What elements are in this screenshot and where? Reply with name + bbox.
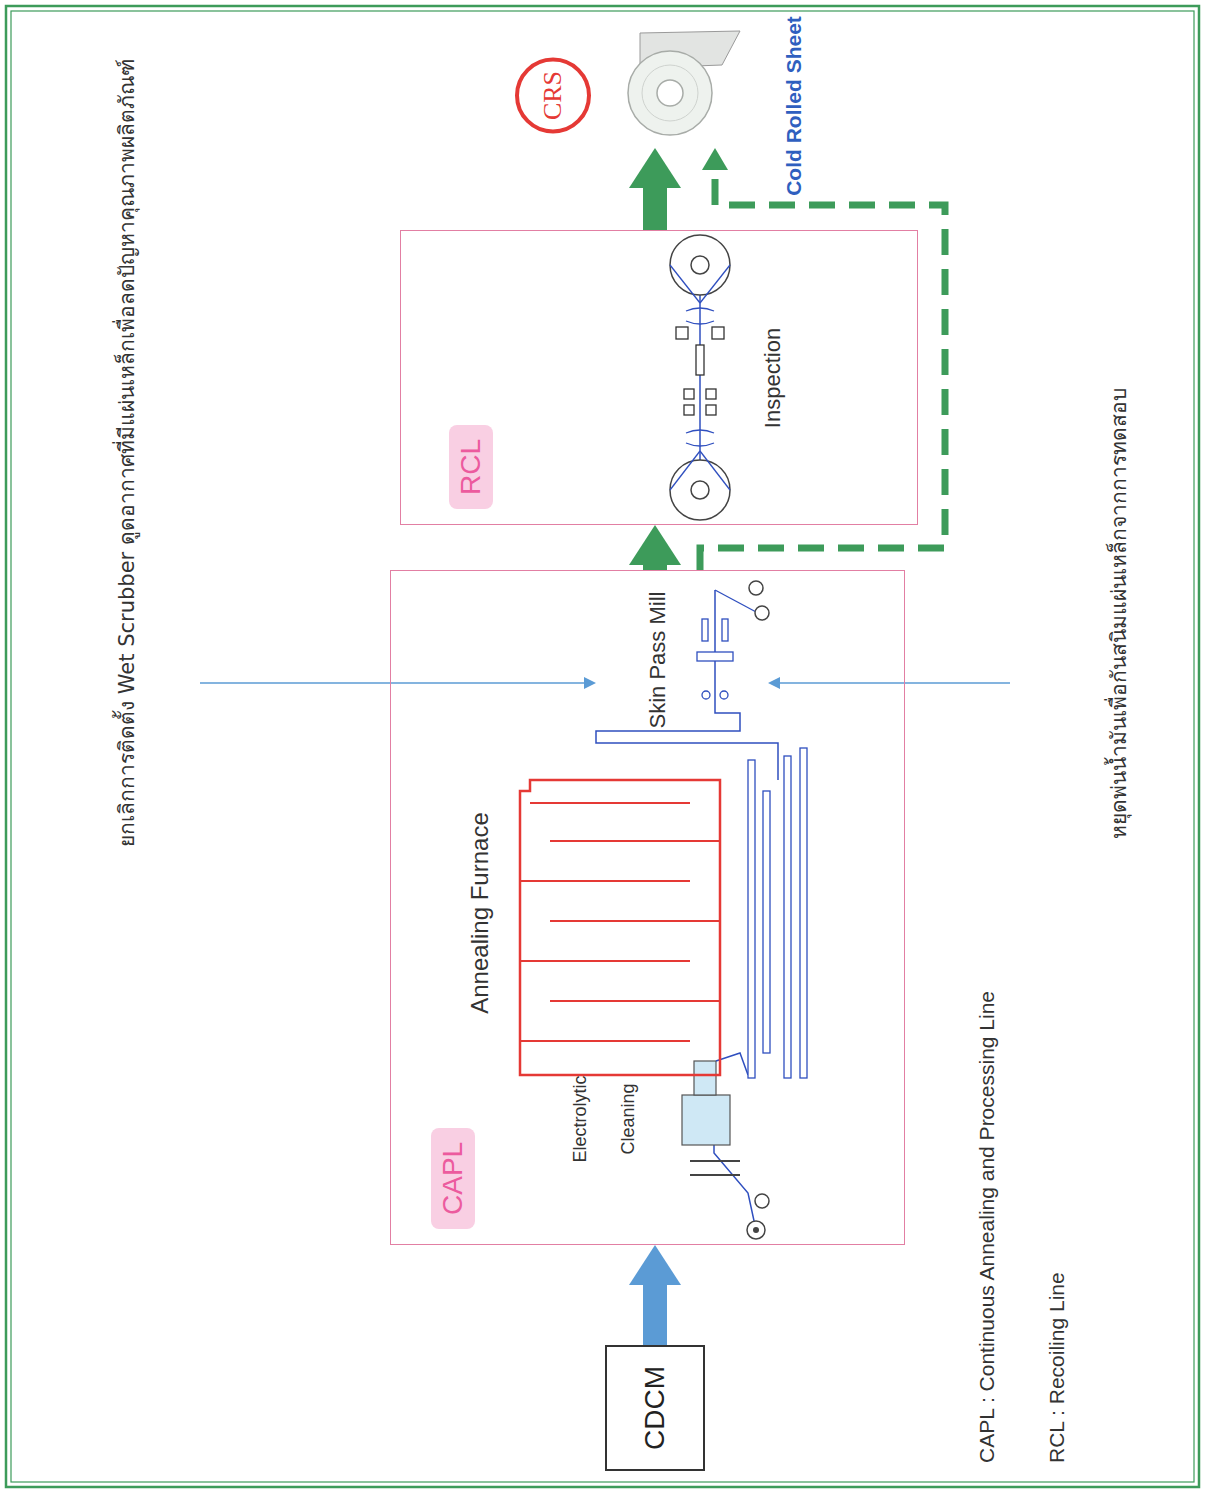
flow-arrow — [643, 188, 667, 230]
part-label: Inspection — [760, 318, 786, 438]
skin-pass-stand — [702, 619, 708, 641]
callout-note: ยกเลิกการติดตั้ง Wet Scrubber ดูดอากาศที… — [110, 53, 143, 853]
page-frame — [6, 6, 1199, 1487]
furnace-passes — [520, 803, 720, 1041]
line-badge: RCL — [449, 425, 493, 509]
page-frame — [11, 11, 1194, 1482]
line-region: RCL — [400, 230, 918, 525]
part-label: Electrolytic Cleaning — [556, 1063, 652, 1175]
flow-arrow — [643, 1285, 667, 1345]
part-label: Skin Pass Mill — [645, 583, 671, 737]
uncoiler — [670, 460, 730, 520]
uncoiler — [755, 1194, 769, 1208]
cleaning-tank — [682, 1095, 730, 1145]
skin-pass-roll — [702, 691, 710, 699]
steel-coil — [657, 80, 683, 106]
strip-path — [699, 265, 701, 490]
strip-path — [670, 265, 730, 490]
looper-strand — [784, 756, 791, 1078]
recoiler — [670, 235, 730, 295]
recoiler — [691, 256, 709, 274]
inspection-rolls — [676, 327, 724, 415]
uncoiler — [753, 1227, 759, 1233]
coiler — [755, 606, 769, 620]
looper-strand — [800, 748, 807, 1078]
callout-arrowhead — [584, 677, 596, 689]
callout-note: หยุดพ่นน้ำมันเพื่อกันสนิมแผ่นเหล็กจากการ… — [1102, 323, 1135, 903]
source-box: CDCM — [605, 1345, 705, 1471]
abbreviation-note: CAPL : Continuous Annealing and Processi… — [975, 863, 999, 1463]
part-label: Annealing Furnace — [466, 793, 494, 1033]
skin-pass-roll — [720, 691, 728, 699]
node-label: CRS — [529, 43, 577, 148]
callout-arrow — [200, 682, 586, 684]
callout-arrow — [778, 682, 1010, 684]
cleaning-tank — [694, 1061, 716, 1095]
callout-arrowhead — [768, 677, 780, 689]
line-badge: CAPL — [431, 1128, 475, 1229]
node-label: CDCM — [639, 1366, 671, 1450]
looper-strand — [763, 791, 770, 1053]
product-label: Cold Rolled Sheet — [782, 15, 806, 197]
looper-strand — [748, 760, 755, 1078]
skin-pass-stand — [722, 619, 728, 641]
steel-coil — [642, 65, 698, 121]
abbreviation-note: RCL : Recoiling Line — [1045, 1063, 1069, 1463]
strip-path — [714, 1145, 756, 1230]
product-mark: CRS — [505, 43, 725, 148]
uncoiler — [691, 481, 709, 499]
annealing-furnace — [520, 780, 720, 1075]
entry-roll — [690, 1174, 740, 1176]
steel-coil — [628, 51, 712, 135]
skin-pass-stand — [697, 652, 733, 661]
entry-roll — [690, 1160, 740, 1162]
strip-path — [596, 590, 778, 780]
uncoiler — [747, 1221, 765, 1239]
coiler — [749, 581, 763, 595]
